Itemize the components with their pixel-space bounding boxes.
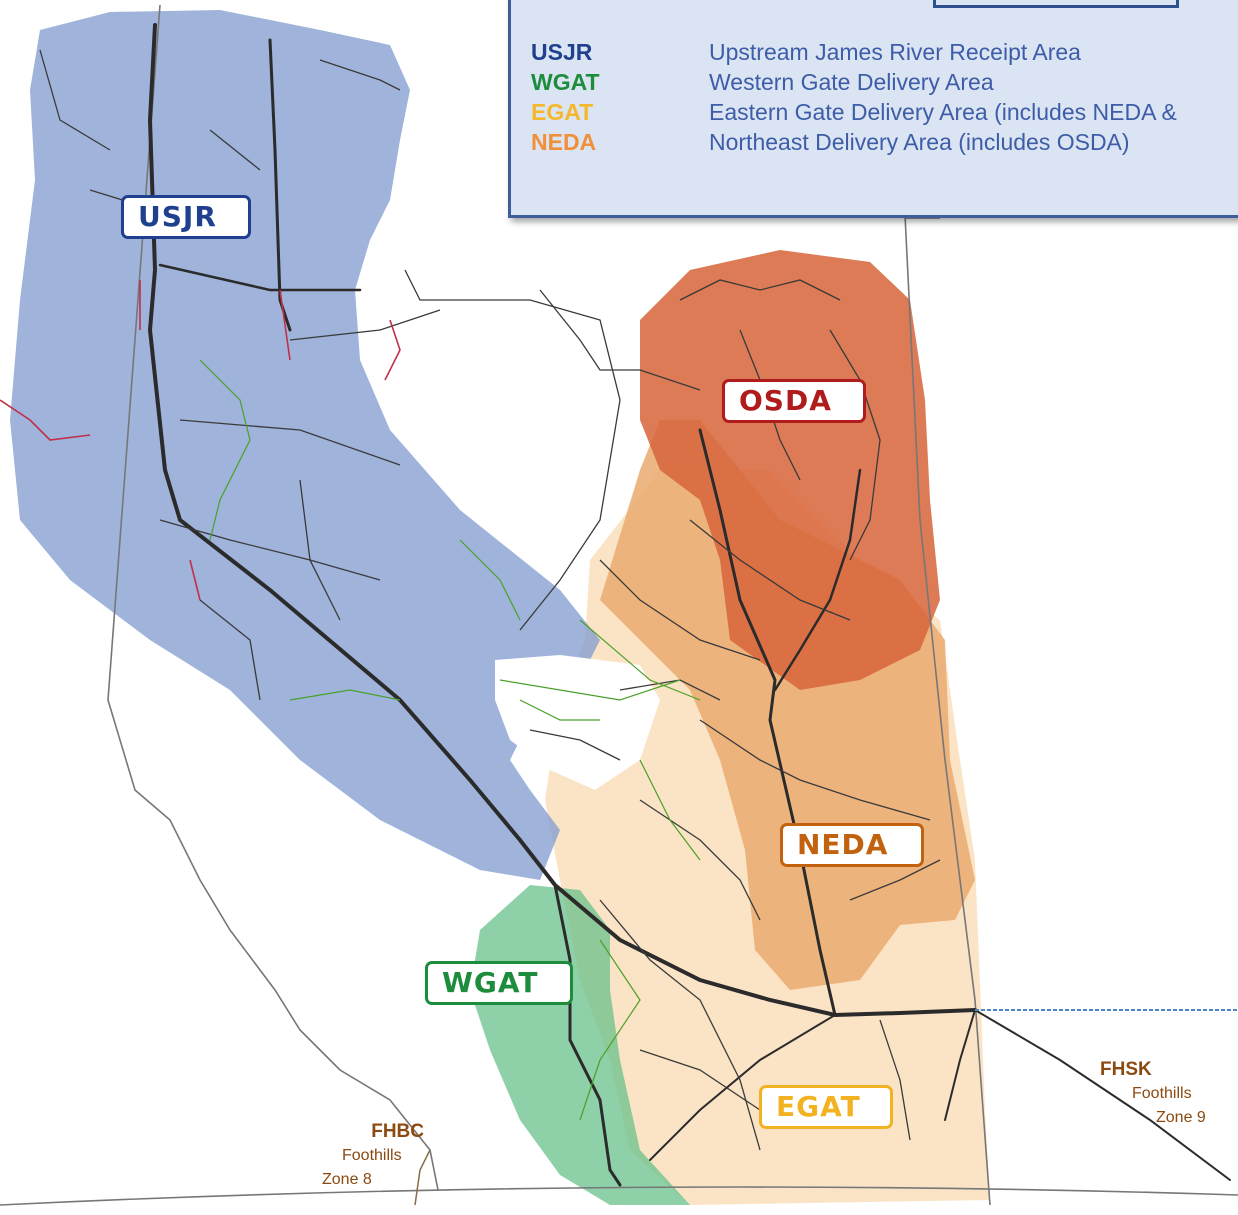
legend-description: Upstream James River Receipt Area bbox=[709, 39, 1081, 65]
legend-code: USJR bbox=[531, 39, 593, 65]
wgat-inner-area bbox=[495, 655, 660, 790]
legend-description: Eastern Gate Delivery Area (includes NED… bbox=[709, 99, 1177, 125]
zone-label-osda: OSDA bbox=[722, 379, 866, 423]
legend-tab bbox=[933, 0, 1179, 8]
legend-panel: USJR Upstream James River Receipt Area W… bbox=[508, 0, 1238, 218]
red-laterals bbox=[0, 280, 401, 601]
osda-area bbox=[640, 250, 940, 690]
provincial-borders bbox=[0, 4, 1238, 1206]
zone-label-egat: EGAT bbox=[759, 1085, 893, 1129]
green-laterals bbox=[199, 359, 701, 1121]
foothills-lines bbox=[414, 1149, 431, 1206]
fhsk-code: FHSK bbox=[1100, 1059, 1152, 1080]
zone-label-neda: NEDA bbox=[780, 823, 924, 867]
fhbc-label: FHBC Foothills Zone 8 bbox=[318, 1120, 428, 1192]
fhsk-line1: Foothills bbox=[1132, 1085, 1192, 1102]
legend-code: NEDA bbox=[531, 129, 597, 155]
zone-label-usjr: USJR bbox=[121, 195, 251, 239]
mainline-pipelines bbox=[147, 23, 1231, 1187]
zone-label-wgat: WGAT bbox=[425, 961, 573, 1005]
legend-code: EGAT bbox=[531, 99, 594, 125]
lateral-pipelines bbox=[39, 49, 941, 1151]
legend-code: WGAT bbox=[531, 69, 600, 95]
fhbc-line1: Foothills bbox=[342, 1147, 402, 1164]
fhbc-code: FHBC bbox=[371, 1121, 424, 1142]
fhsk-line2: Zone 9 bbox=[1156, 1109, 1206, 1126]
fhbc-line2: Zone 8 bbox=[322, 1171, 372, 1188]
legend-description: Western Gate Delivery Area bbox=[709, 69, 994, 95]
legend-description: Northeast Delivery Area (includes OSDA) bbox=[709, 129, 1130, 155]
fhsk-label: FHSK Foothills Zone 9 bbox=[1100, 1058, 1220, 1130]
